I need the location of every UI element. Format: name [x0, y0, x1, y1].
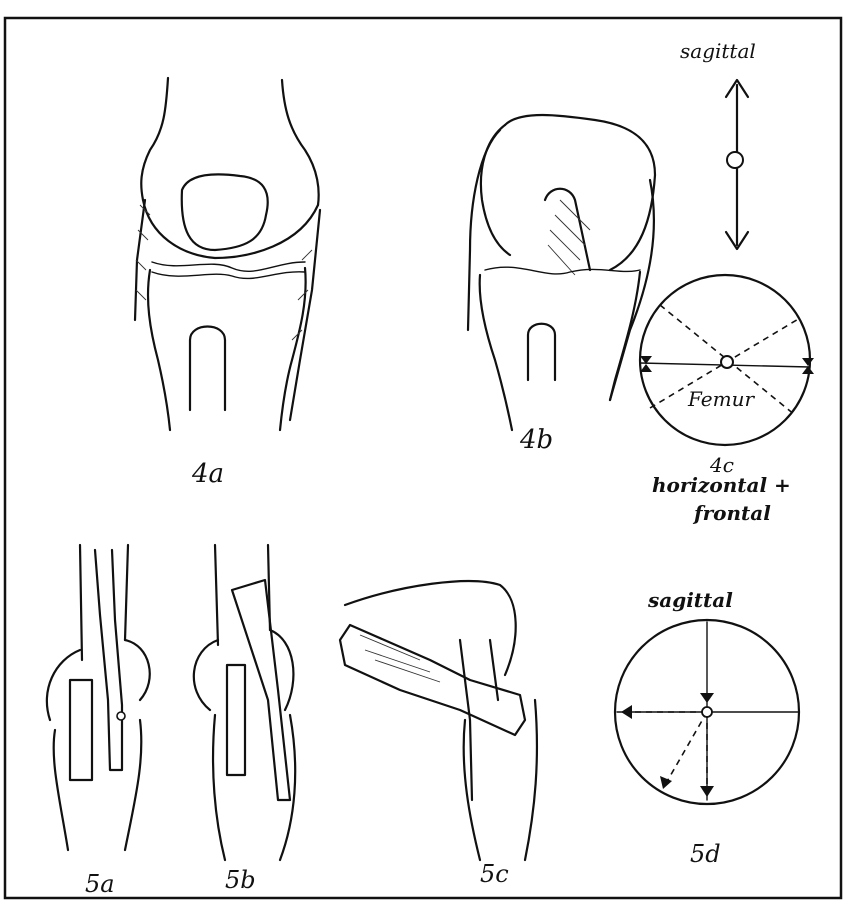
patella [182, 174, 268, 250]
tibia-block-5a [70, 680, 92, 780]
femur-left-edge [141, 78, 168, 200]
femur-right-edge [282, 80, 319, 205]
condyles-5a [47, 640, 150, 720]
label-5c: 5c [480, 860, 509, 888]
joint-line-upper [152, 262, 305, 271]
label-4a: 4a [191, 459, 224, 489]
panel-4b-drawing [468, 115, 655, 430]
tibia-notch-4b [528, 324, 555, 380]
label-5b: 5b [225, 866, 256, 894]
femur-left-4b [481, 125, 510, 255]
femur-right-marker [802, 358, 814, 374]
ligament-4b-left [468, 130, 500, 330]
label-horizontal: horizontal + [652, 473, 791, 497]
label-5d-sagittal: sagittal [647, 588, 733, 612]
label-5a: 5a [85, 870, 115, 898]
tibia-left-edge [148, 270, 170, 430]
arrowhead-diagonal [660, 776, 672, 789]
femur-condyles [143, 200, 318, 258]
arrowhead-center-top [700, 693, 714, 703]
panel-5d-drawing [615, 620, 799, 804]
joint-line-lower [152, 272, 305, 279]
label-frontal: frontal [692, 501, 771, 525]
femur-outline-4b [505, 115, 655, 270]
tibia-left-4b [480, 275, 512, 430]
label-4b: 4b [519, 425, 553, 455]
pivot-5a [117, 712, 125, 720]
panel-4a-drawing [135, 78, 320, 430]
bone-strip-5a [95, 550, 122, 770]
label-femur: Femur [687, 387, 755, 411]
intercondylar-notch [545, 189, 590, 270]
femur-shaft-5a [80, 545, 128, 660]
tibia-notch [190, 327, 225, 411]
label-5d: 5d [690, 840, 721, 868]
lateral-ligament [290, 210, 320, 420]
panel-5b-drawing [194, 545, 295, 860]
femur-left-marker [640, 356, 652, 372]
arrowhead-down [700, 786, 714, 797]
tibia-5a [54, 720, 142, 850]
bone-strip-5b [232, 580, 290, 800]
label-4c-sagittal: sagittal [680, 39, 756, 63]
sagittal-dash-diagonal [665, 712, 707, 785]
panel-5a-drawing [47, 545, 150, 850]
bone-strip-5c [340, 625, 525, 735]
femur-shaft-5b [215, 545, 270, 645]
arrowhead-left [621, 705, 632, 719]
joint-line-4b [485, 267, 640, 274]
tibia-block-5b [227, 665, 245, 775]
panel-5c-drawing [340, 581, 537, 860]
sagittal-center-point [727, 152, 743, 168]
tibia-5c [464, 700, 537, 860]
femur-center-point [721, 356, 733, 368]
sagittal-center [702, 707, 712, 717]
